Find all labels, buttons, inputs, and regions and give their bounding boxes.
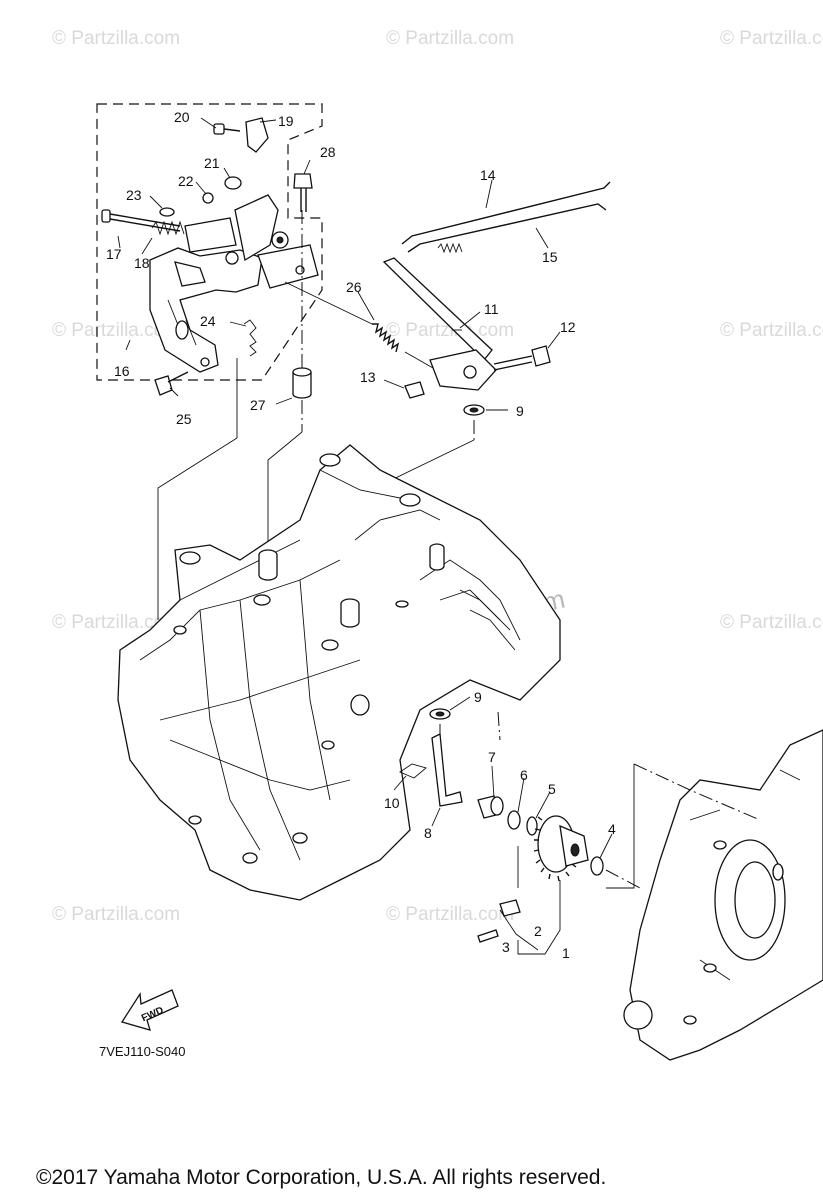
control-bracket-icon xyxy=(149,194,319,373)
callout-8: 8 xyxy=(424,825,432,841)
callout-22: 22 xyxy=(178,173,194,189)
callout-28: 28 xyxy=(320,144,336,160)
governor-shaft-icon xyxy=(399,711,501,807)
callout-10: 10 xyxy=(384,795,400,811)
callout-13: 13 xyxy=(360,369,376,385)
callout-12: 12 xyxy=(560,319,576,335)
callout-16: 16 xyxy=(114,363,130,379)
spring-icon xyxy=(151,220,185,236)
collar-icon xyxy=(292,367,312,399)
callout-18: 18 xyxy=(134,255,150,271)
crankcase-icon xyxy=(117,444,561,901)
callout-6: 6 xyxy=(520,767,528,783)
governor-spring-icon xyxy=(372,323,400,353)
throttle-rod-icon xyxy=(401,181,611,254)
callout-5: 5 xyxy=(548,781,556,797)
callout-24: 24 xyxy=(200,313,216,329)
small-bolt-icon xyxy=(213,117,269,153)
callout-9-upper: 9 xyxy=(516,403,524,419)
callout-20: 20 xyxy=(174,109,190,125)
callout-2: 2 xyxy=(534,923,542,939)
callout-25: 25 xyxy=(176,411,192,427)
governor-gear-icon xyxy=(533,815,589,882)
diagram-code: 7VEJ110-S040 xyxy=(99,1044,186,1059)
callout-1: 1 xyxy=(562,945,570,961)
callout-3: 3 xyxy=(502,939,510,955)
bolt-25-icon xyxy=(154,371,189,396)
callout-19: 19 xyxy=(278,113,294,129)
watermark: © Partzilla.com xyxy=(52,612,181,633)
callout-15: 15 xyxy=(542,249,558,265)
callout-14: 14 xyxy=(480,167,496,183)
collar-7-icon xyxy=(477,795,504,819)
callout-11: 11 xyxy=(484,301,499,317)
callout-27: 27 xyxy=(250,397,266,413)
callout-9-lower: 9 xyxy=(474,689,482,705)
watermark: © Partzilla.com xyxy=(720,612,823,633)
watermark: © Partzilla.com xyxy=(52,320,181,341)
callout-26: 26 xyxy=(346,279,362,295)
watermark: © Partzilla.com xyxy=(386,320,515,341)
crankcase-cover-icon xyxy=(623,729,823,1061)
governor-lever-icon xyxy=(382,257,497,391)
spring-24-icon xyxy=(243,319,257,357)
watermark: © Partzilla.com xyxy=(720,28,823,49)
callout-4: 4 xyxy=(608,821,616,837)
callout-23: 23 xyxy=(126,187,142,203)
bolt-12-icon xyxy=(493,345,551,371)
callout-17: 17 xyxy=(106,246,122,262)
watermark: © Partzilla.com xyxy=(386,28,515,49)
callout-7: 7 xyxy=(488,749,496,765)
callout-21: 21 xyxy=(204,155,220,171)
watermark: © Partzilla.com xyxy=(720,320,823,341)
copyright-notice: ©2017 Yamaha Motor Corporation, U.S.A. A… xyxy=(36,1166,607,1189)
bolt-28-icon xyxy=(293,173,313,212)
watermark: © Partzilla.com xyxy=(52,904,181,925)
fwd-arrow-icon: FWD xyxy=(120,989,179,1031)
watermark: © Partzilla.com xyxy=(386,904,515,925)
bolt-icon xyxy=(101,209,181,232)
watermark: © Partzilla.com xyxy=(52,28,181,49)
